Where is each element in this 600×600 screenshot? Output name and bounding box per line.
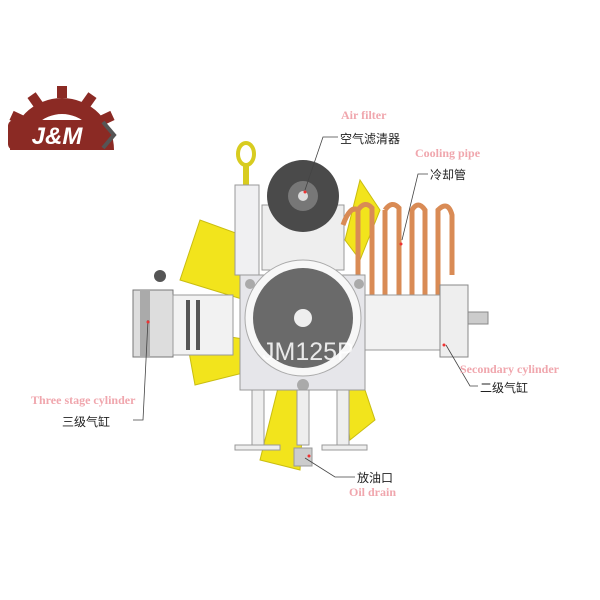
secondary-cylinder — [364, 284, 489, 358]
secondary-cylinder-label-zh: 二级气缸 — [480, 381, 529, 395]
cooling-pipe-label-en: Cooling pipe — [415, 146, 481, 160]
air-filter-label-en: Air filter — [341, 108, 387, 122]
cooling-pipe-label-zh: 冷却管 — [430, 168, 467, 182]
leader-lines — [133, 136, 478, 478]
base-legs — [234, 389, 368, 467]
oil-drain-label-zh: 放油口 — [357, 471, 394, 485]
lifting-eyebolt — [234, 141, 260, 276]
marker-dots — [146, 190, 446, 458]
secondary-cylinder-label-en: Secondary cylinder — [460, 362, 559, 376]
air-filter-label-zh: 空气滤清器 — [340, 132, 401, 146]
three-stage-cylinder — [132, 270, 234, 358]
crankcase — [239, 259, 366, 391]
model-watermark: JM125P — [262, 338, 354, 366]
oil-drain-label-en: Oil drain — [349, 485, 397, 499]
svg-text:J&M: J&M — [32, 123, 84, 150]
jm-logo: J&M — [8, 86, 117, 150]
air-filter — [267, 160, 339, 232]
three-stage-cylinder-label-zh: 三级气缸 — [62, 415, 111, 429]
three-stage-cylinder-label-en: Three stage cylinder — [31, 393, 136, 407]
